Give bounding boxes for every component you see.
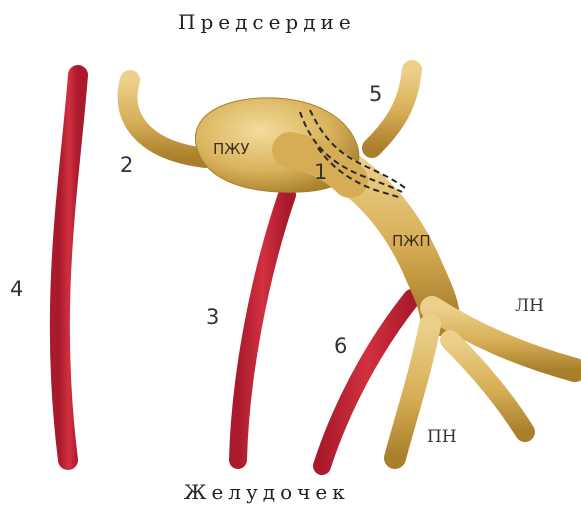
label-4: 4: [10, 277, 23, 301]
fiber-4: [60, 75, 78, 460]
label-6: 6: [334, 334, 347, 358]
label-ln: ЛН: [515, 296, 544, 316]
ventricle-label: Желудочек: [184, 480, 350, 504]
label-2: 2: [120, 153, 133, 177]
label-3: 3: [206, 305, 219, 329]
fiber-3: [238, 195, 287, 460]
label-pzhp: ПЖП: [392, 232, 431, 250]
branch-2: [128, 80, 205, 158]
right-bundle-branch: [395, 325, 430, 458]
atrium-label: Предсердие: [178, 10, 356, 34]
label-5: 5: [369, 82, 382, 106]
label-pn: ПН: [427, 427, 457, 447]
label-1: 1: [314, 160, 327, 184]
label-pzhu: ПЖУ: [213, 140, 250, 158]
